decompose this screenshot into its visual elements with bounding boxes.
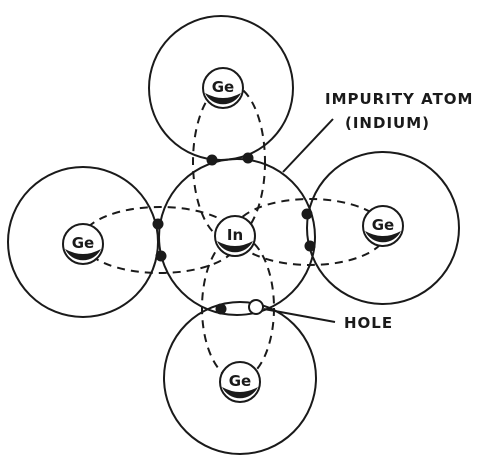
core-shading: [222, 387, 258, 399]
atom-label-top: Ge: [212, 78, 235, 96]
bond-top-center: [192, 83, 266, 241]
atom-top: Ge: [202, 67, 244, 109]
impurity-pointer-line: [282, 118, 334, 173]
core-shading: [65, 249, 101, 261]
orbit-left-ge: [7, 166, 159, 318]
electron-dot: [206, 154, 218, 166]
atom-left: Ge: [62, 223, 104, 265]
atom-bottom: Ge: [219, 361, 261, 403]
indium-label: (INDIUM): [345, 114, 430, 132]
core-shading: [217, 241, 253, 253]
atom-right: Ge: [362, 205, 404, 247]
electron-dot: [215, 303, 227, 315]
hole-pointer-line: [263, 308, 336, 323]
atom-label-center: In: [227, 226, 243, 244]
impurity-atom-label: IMPURITY ATOM: [325, 90, 473, 108]
core-shading: [205, 93, 241, 105]
electron-dot: [152, 218, 164, 230]
core-shading: [365, 231, 401, 243]
atom-label-left: Ge: [72, 234, 95, 252]
orbit-bottom-ge: [163, 301, 317, 455]
electron-dot: [155, 250, 167, 262]
hole-marker: [248, 299, 264, 315]
electron-dot: [304, 240, 316, 252]
hole-label: HOLE: [344, 314, 393, 332]
orbit-center-in: [158, 158, 316, 316]
orbit-right-ge: [306, 151, 460, 305]
atom-label-right: Ge: [372, 216, 395, 234]
atom-center: In: [214, 215, 256, 257]
electron-dot: [301, 208, 313, 220]
electron-dot: [242, 152, 254, 164]
atom-label-bottom: Ge: [229, 372, 252, 390]
